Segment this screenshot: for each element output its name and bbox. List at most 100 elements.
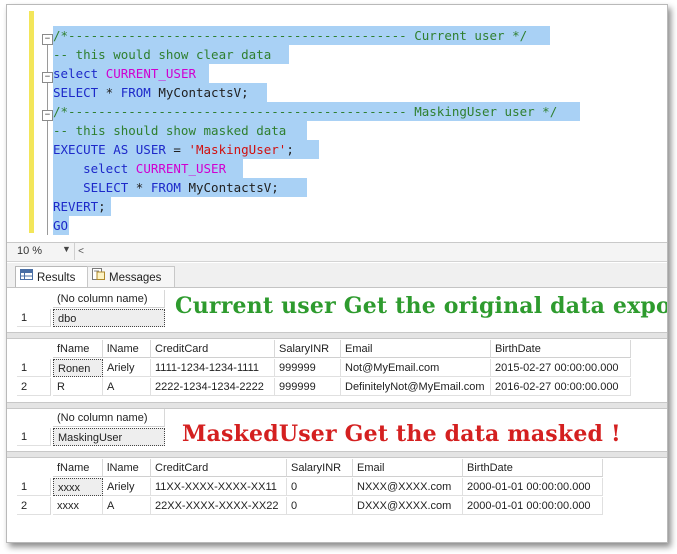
code-line[interactable]: /*--------------------------------------… bbox=[53, 102, 580, 121]
annotation-masked-user: MaskedUser Get the data masked ! bbox=[182, 421, 621, 447]
code-token: CURRENT_USER bbox=[135, 161, 227, 176]
column-header[interactable]: BirthDate bbox=[491, 340, 631, 358]
grid-cell[interactable]: 2015-02-27 00:00:00.000 bbox=[491, 359, 631, 377]
column-header[interactable]: CreditCard bbox=[151, 340, 275, 358]
results-tab-bar: Results Messages bbox=[7, 263, 667, 288]
editor-status-row: 10 % ▼ < bbox=[7, 242, 667, 262]
column-header[interactable]: lName bbox=[103, 340, 151, 358]
zoom-dropdown-icon[interactable]: ▼ bbox=[62, 244, 71, 254]
code-line[interactable]: EXECUTE AS USER = 'MaskingUser'; bbox=[53, 140, 319, 159]
column-header[interactable]: fName bbox=[53, 340, 103, 358]
grid-cell[interactable]: xxxx bbox=[53, 497, 103, 515]
column-header[interactable]: Email bbox=[341, 340, 491, 358]
scroll-left-button[interactable]: < bbox=[74, 243, 87, 260]
collapse-icon[interactable]: − bbox=[42, 34, 53, 45]
code-line[interactable]: -- this should show masked data bbox=[53, 121, 307, 140]
column-header[interactable]: (No column name) bbox=[53, 409, 165, 427]
tab-messages-label: Messages bbox=[109, 272, 162, 285]
grid-cell[interactable]: dbo bbox=[53, 309, 165, 327]
grid-cell[interactable]: 11XX-XXXX-XXXX-XX11 bbox=[151, 478, 287, 496]
grid-cell[interactable]: xxxx bbox=[53, 478, 103, 496]
column-header[interactable]: SalaryINR bbox=[287, 459, 353, 477]
code-line[interactable]: SELECT * FROM MyContactsV; bbox=[53, 178, 307, 197]
code-token: select bbox=[53, 161, 136, 176]
code-token: CURRENT_USER bbox=[105, 66, 196, 81]
code-token: 'MaskingUser' bbox=[188, 142, 287, 157]
outline-guide bbox=[47, 35, 48, 235]
code-token: /*--------------------------------------… bbox=[53, 28, 528, 43]
column-header[interactable]: (No column name) bbox=[53, 290, 165, 308]
row-number[interactable]: 1 bbox=[17, 428, 51, 446]
selection-highlight: GO bbox=[53, 216, 69, 235]
collapse-icon[interactable]: − bbox=[42, 110, 53, 121]
code-token: ; bbox=[98, 199, 106, 214]
row-number[interactable]: 2 bbox=[17, 378, 51, 396]
selection-highlight: SELECT * FROM MyContactsV; bbox=[53, 83, 267, 102]
grid-cell[interactable]: 2000-01-01 00:00:00.000 bbox=[463, 497, 603, 515]
tab-messages[interactable]: Messages bbox=[87, 266, 175, 287]
code-token: -- this would show clear data bbox=[53, 47, 272, 62]
column-header[interactable]: lName bbox=[103, 459, 151, 477]
grid-cell[interactable]: 22XX-XXXX-XXXX-XX22 bbox=[151, 497, 287, 515]
grid-cell[interactable]: DXXX@XXXX.com bbox=[353, 497, 463, 515]
grid-cell[interactable]: 2222-1234-1234-2222 bbox=[151, 378, 275, 396]
selection-highlight: /*--------------------------------------… bbox=[53, 26, 550, 45]
grid-cell[interactable]: DefinitelyNot@MyEmail.com bbox=[341, 378, 491, 396]
row-number[interactable]: 1 bbox=[17, 359, 51, 377]
grid-cell[interactable]: 0 bbox=[287, 497, 353, 515]
query-editor[interactable]: − − − /*--------------------------------… bbox=[7, 5, 667, 240]
code-token: MyContactsV; bbox=[150, 85, 249, 100]
selection-highlight: select CURRENT_USER bbox=[53, 159, 243, 178]
grid-splitter[interactable] bbox=[7, 451, 667, 458]
change-indicator-bar bbox=[29, 11, 34, 233]
column-header[interactable]: BirthDate bbox=[463, 459, 603, 477]
grid-cell[interactable]: 2000-01-01 00:00:00.000 bbox=[463, 478, 603, 496]
row-number[interactable]: 2 bbox=[17, 497, 51, 515]
grid-cell[interactable]: Ariely bbox=[103, 359, 151, 377]
code-line[interactable]: -- this would show clear data bbox=[53, 45, 289, 64]
row-number[interactable]: 1 bbox=[17, 309, 51, 327]
code-token: * bbox=[128, 180, 151, 195]
grid-cell[interactable]: 0 bbox=[287, 478, 353, 496]
zoom-level[interactable]: 10 % bbox=[17, 245, 43, 257]
grid-cell[interactable]: 999999 bbox=[275, 359, 341, 377]
code-token: EXECUTE AS USER bbox=[53, 142, 166, 157]
grid-cell[interactable]: A bbox=[103, 378, 151, 396]
code-line[interactable]: REVERT; bbox=[53, 197, 111, 216]
grid-cell[interactable]: 2016-02-27 00:00:00.000 bbox=[491, 378, 631, 396]
code-token: REVERT bbox=[53, 199, 99, 214]
grid-cell[interactable]: NXXX@XXXX.com bbox=[353, 478, 463, 496]
annotation-current-user: Current user Get the original data expos… bbox=[175, 293, 668, 319]
code-token: = bbox=[165, 142, 189, 157]
code-token: ; bbox=[286, 142, 294, 157]
column-header[interactable]: CreditCard bbox=[151, 459, 287, 477]
grid-splitter[interactable] bbox=[7, 402, 667, 409]
grid-cell[interactable]: R bbox=[53, 378, 103, 396]
grid-icon bbox=[20, 267, 33, 287]
tab-results[interactable]: Results bbox=[15, 266, 91, 287]
code-line[interactable]: select CURRENT_USER bbox=[53, 64, 209, 83]
grid-cell[interactable]: 1111-1234-1234-1111 bbox=[151, 359, 275, 377]
grid-cell[interactable]: 999999 bbox=[275, 378, 341, 396]
code-line[interactable]: SELECT * FROM MyContactsV; bbox=[53, 83, 267, 102]
grid-cell[interactable]: MaskingUser bbox=[53, 428, 165, 446]
code-token: MyContactsV; bbox=[180, 180, 279, 195]
selection-highlight: -- this would show clear data bbox=[53, 45, 289, 64]
code-line[interactable]: GO bbox=[53, 216, 69, 235]
grid-cell[interactable]: Ariely bbox=[103, 478, 151, 496]
grid-cell[interactable]: Not@MyEmail.com bbox=[341, 359, 491, 377]
selection-highlight: EXECUTE AS USER = 'MaskingUser'; bbox=[53, 140, 319, 159]
grid-splitter[interactable] bbox=[7, 332, 667, 339]
code-line[interactable]: /*--------------------------------------… bbox=[53, 26, 550, 45]
code-token: * bbox=[98, 85, 121, 100]
code-line[interactable]: select CURRENT_USER bbox=[53, 159, 243, 178]
row-number[interactable]: 1 bbox=[17, 478, 51, 496]
column-header[interactable]: Email bbox=[353, 459, 463, 477]
grid-cell[interactable]: Ronen bbox=[53, 359, 103, 377]
selection-highlight: /*--------------------------------------… bbox=[53, 102, 580, 121]
column-header[interactable]: SalaryINR bbox=[275, 340, 341, 358]
column-header[interactable]: fName bbox=[53, 459, 103, 477]
grid-cell[interactable]: A bbox=[103, 497, 151, 515]
code-token: select bbox=[53, 66, 106, 81]
collapse-icon[interactable]: − bbox=[42, 72, 53, 83]
